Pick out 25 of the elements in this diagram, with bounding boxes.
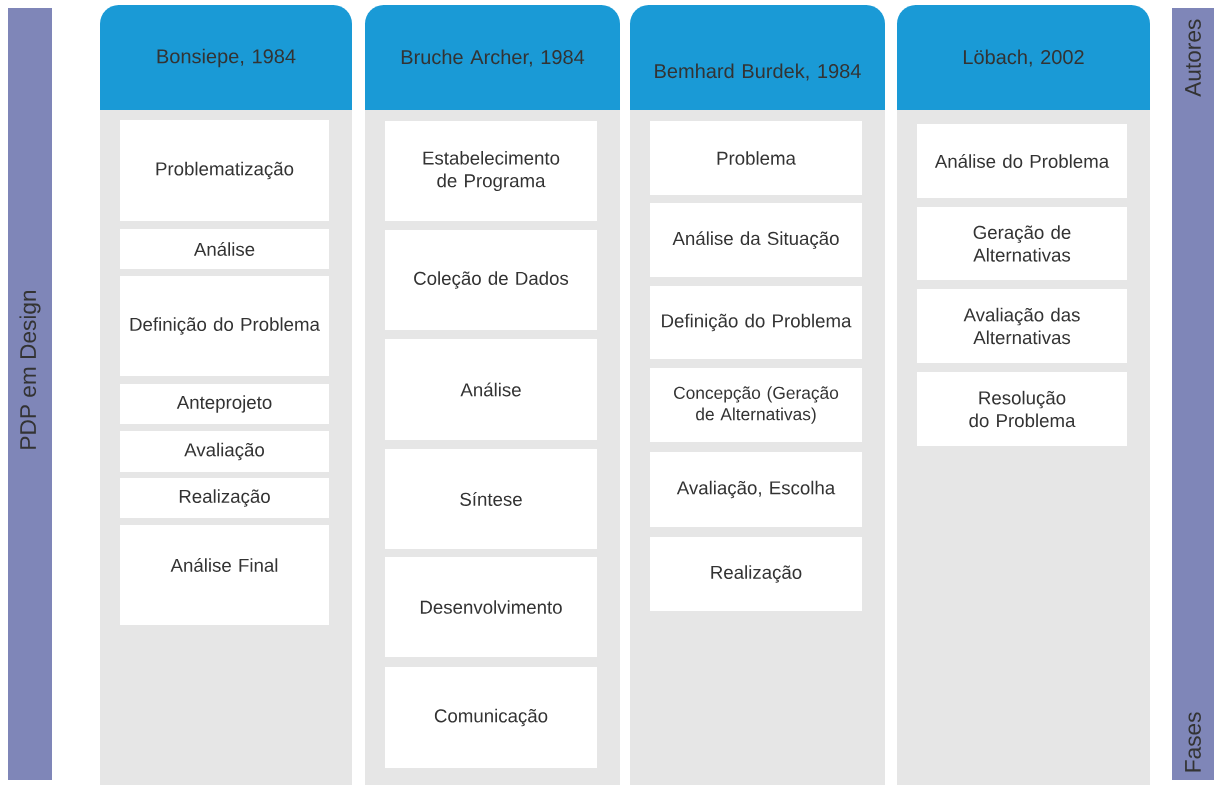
phase-box: Geração de Alternativas	[917, 207, 1127, 280]
phase-box: Avaliação das Alternativas	[917, 289, 1127, 363]
phase-box: Comunicação	[385, 667, 597, 768]
phase-box: Análise	[120, 229, 329, 269]
phase-box: Análise Final	[120, 525, 329, 625]
side-bar: Autores Fases	[1172, 8, 1214, 780]
phase-box: Problema	[650, 121, 862, 195]
phase-box: Avaliação	[120, 431, 329, 472]
phase-box: Definição do Problema	[120, 276, 329, 376]
phase-box: Análise	[385, 339, 597, 440]
phase-box: Anteprojeto	[120, 384, 329, 424]
phase-box: Problematização	[120, 120, 329, 221]
phase-box: Concepção (Geração de Alternativas)	[650, 368, 862, 442]
phase-box: Análise da Situação	[650, 203, 862, 277]
side-bar: PDP em Design	[8, 8, 52, 780]
phase-box: Análise do Problema	[917, 124, 1127, 198]
phase-box: Resolução do Problema	[917, 372, 1127, 446]
phase-box: Avaliação, Escolha	[650, 452, 862, 527]
phase-box: Estabelecimento de Programa	[385, 121, 597, 221]
phase-box: Desenvolvimento	[385, 557, 597, 657]
phase-box: Realização	[650, 537, 862, 611]
phase-box: Coleção de Dados	[385, 230, 597, 330]
phase-box: Síntese	[385, 449, 597, 549]
phase-box: Realização	[120, 478, 329, 518]
phase-box: Definição do Problema	[650, 286, 862, 359]
